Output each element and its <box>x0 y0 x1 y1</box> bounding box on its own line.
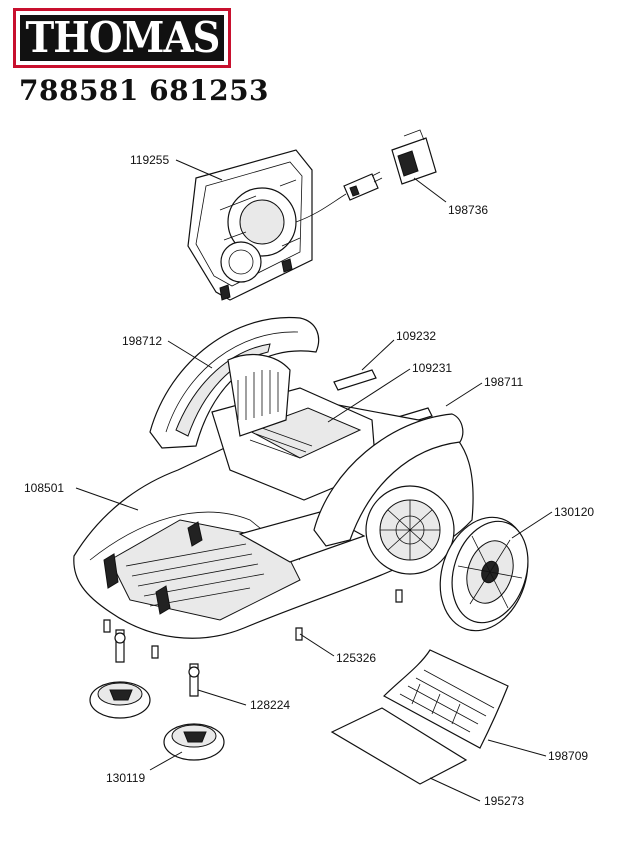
exhaust-grille <box>383 649 509 749</box>
label-109232: 109232 <box>396 329 436 343</box>
switch-part <box>391 129 437 185</box>
castor-wheels <box>89 681 225 761</box>
label-130119: 130119 <box>106 771 145 785</box>
right-side-cover <box>313 413 464 575</box>
label-198712: 198712 <box>122 334 162 348</box>
screws <box>103 589 403 659</box>
label-109231: 109231 <box>412 361 452 375</box>
label-108501: 108501 <box>24 481 64 495</box>
left-side-cover <box>149 316 320 449</box>
label-119255: 119255 <box>130 153 169 167</box>
brand-logo: THOMAS <box>13 8 231 68</box>
label-198711: 198711 <box>484 375 523 389</box>
leader-lines <box>75 159 553 802</box>
label-130120: 130120 <box>554 505 594 519</box>
label-128224: 128224 <box>250 698 290 712</box>
model-numbers: 788581 681253 <box>19 74 270 107</box>
label-198709: 198709 <box>548 749 588 763</box>
axle-parts <box>114 629 200 697</box>
label-198736: 198736 <box>448 203 488 217</box>
part-labels: 119255 198736 198712 109232 109231 19871… <box>24 153 594 808</box>
label-125326: 125326 <box>336 651 376 665</box>
brand-logo-background: THOMAS <box>20 15 224 61</box>
cable-reel-assembly <box>187 149 383 301</box>
filter-pad <box>330 707 468 785</box>
brand-logo-text: THOMAS <box>24 13 220 62</box>
label-195273: 195273 <box>484 794 524 808</box>
wheel-part <box>439 516 529 632</box>
